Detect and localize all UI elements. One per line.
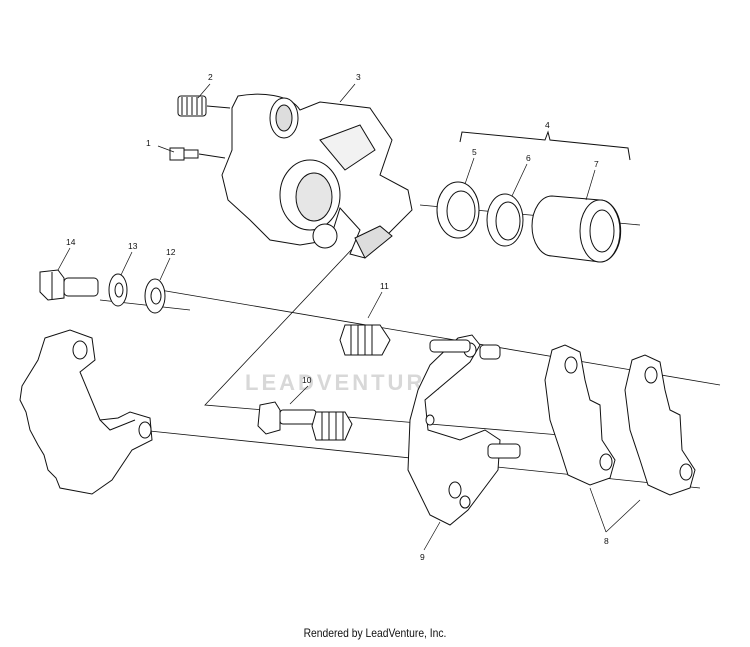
callout-14: 14: [66, 237, 76, 247]
callout-10: 10: [302, 375, 312, 385]
callout-12: 12: [166, 247, 176, 257]
leader-line-10: [289, 385, 309, 405]
callout-7: 7: [594, 159, 599, 169]
leader-line-12: [159, 257, 171, 281]
callout-13: 13: [128, 241, 138, 251]
brake-pad-inner-part: [544, 344, 616, 486]
leader-line-8b: [605, 499, 641, 533]
callout-9: 9: [420, 552, 425, 562]
fitting-part: [169, 147, 226, 161]
leader-line-11: [367, 291, 383, 319]
callout-4: 4: [545, 120, 550, 130]
leader-line-3: [339, 83, 356, 103]
seal-part: [436, 181, 480, 239]
leader-line-13: [120, 251, 133, 276]
callout-8: 8: [604, 536, 609, 546]
caliper-bracket-part: [407, 334, 521, 526]
leader-line-9: [423, 521, 441, 551]
bleeder-screw-part: [177, 95, 231, 117]
brake-pad-outer-part: [624, 354, 696, 496]
callout-5: 5: [472, 147, 477, 157]
footer-credit: Rendered by LeadVenture, Inc.: [303, 626, 447, 640]
callout-2: 2: [208, 72, 213, 82]
slide-pin-part: [257, 401, 353, 441]
pin-boot-part: [339, 324, 391, 356]
leader-line-5: [464, 157, 475, 185]
leader-line-2: [197, 83, 211, 99]
leader-line-8a: [589, 487, 607, 533]
caliper-body-part: [221, 93, 413, 259]
group-bracket-4: [459, 130, 631, 161]
leader-line-14: [57, 247, 71, 271]
leader-line-1: [157, 145, 175, 153]
bolt-part: [39, 269, 99, 301]
callout-6: 6: [526, 153, 531, 163]
callout-3: 3: [356, 72, 361, 82]
lock-washer-part: [108, 273, 128, 307]
callout-11: 11: [380, 281, 389, 291]
alignment-line-upper: [159, 289, 721, 386]
flat-washer-part: [144, 278, 166, 314]
mounting-knuckle: [19, 329, 153, 495]
dust-seal-part: [486, 193, 524, 247]
watermark-text: LEADVENTURE: [245, 370, 444, 395]
leader-line-7: [585, 169, 596, 201]
piston-part: [531, 195, 622, 263]
leader-line-6: [511, 163, 528, 197]
alignment-line-pin: [204, 229, 561, 436]
callout-1: 1: [146, 138, 151, 148]
